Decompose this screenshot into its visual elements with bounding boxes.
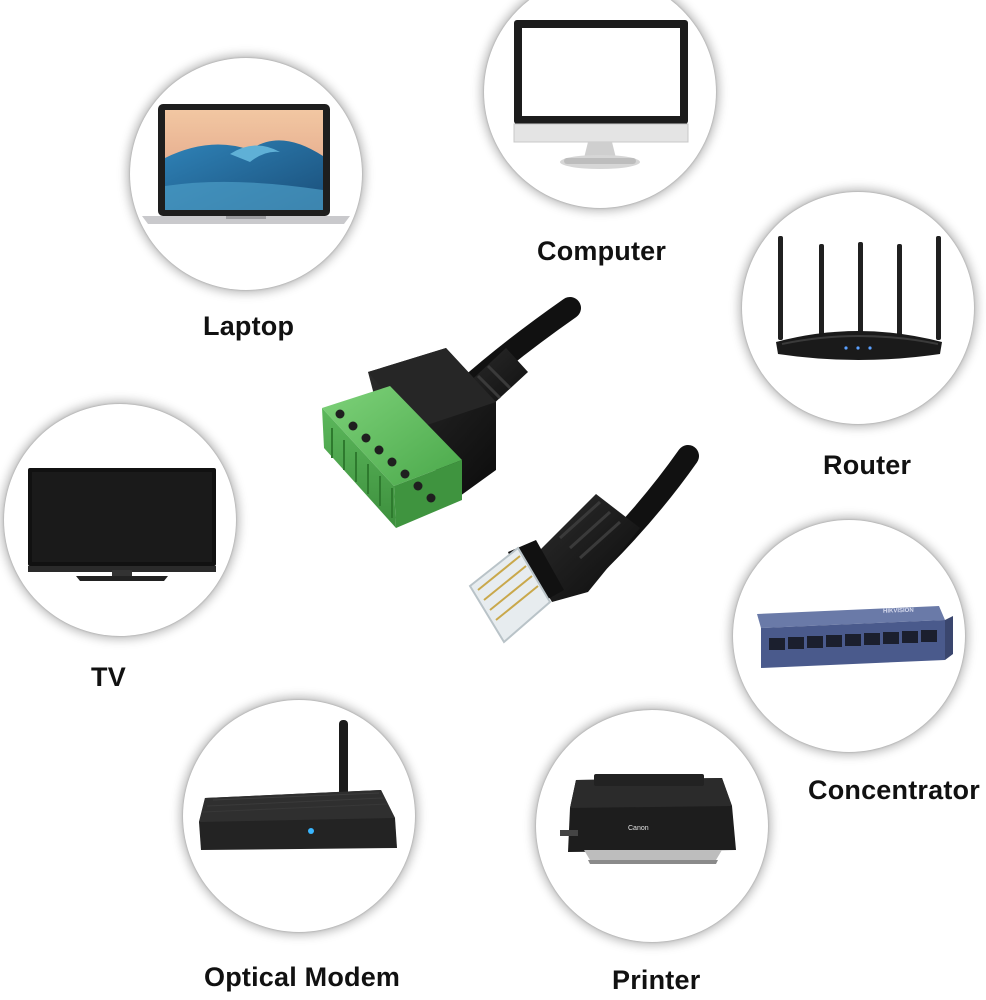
network-switch-icon: HIKVISION (757, 606, 953, 668)
printer-bubble: Canon (536, 710, 768, 942)
computer-bubble (484, 0, 716, 208)
printer-brand: Canon (628, 825, 649, 832)
printer-icon: Canon (560, 774, 736, 864)
concentrator-bubble: HIKVISION (733, 520, 965, 752)
green-terminal-block (322, 386, 462, 528)
tv-bubble (4, 404, 236, 636)
laptop-icon (142, 104, 350, 224)
wifi-router-icon (776, 236, 942, 360)
tv-icon (28, 468, 216, 581)
laptop-bubble (130, 58, 362, 290)
rj45-plug (468, 494, 640, 644)
tv-label: TV (91, 662, 126, 692)
optical-modem-label: Optical Modem (204, 962, 401, 992)
printer-label: Printer (612, 965, 701, 995)
concentrator-label: Concentrator (808, 775, 980, 805)
monitor-icon (513, 20, 689, 169)
modem-icon (199, 720, 397, 850)
rj45-to-terminal-block-adapter-icon (322, 297, 699, 644)
router-label: Router (823, 450, 912, 480)
laptop-label: Laptop (203, 311, 295, 341)
router-bubble (742, 192, 974, 424)
optical-modem-bubble (183, 700, 415, 932)
switch-brand: HIKVISION (883, 608, 914, 615)
computer-label: Computer (537, 236, 667, 266)
